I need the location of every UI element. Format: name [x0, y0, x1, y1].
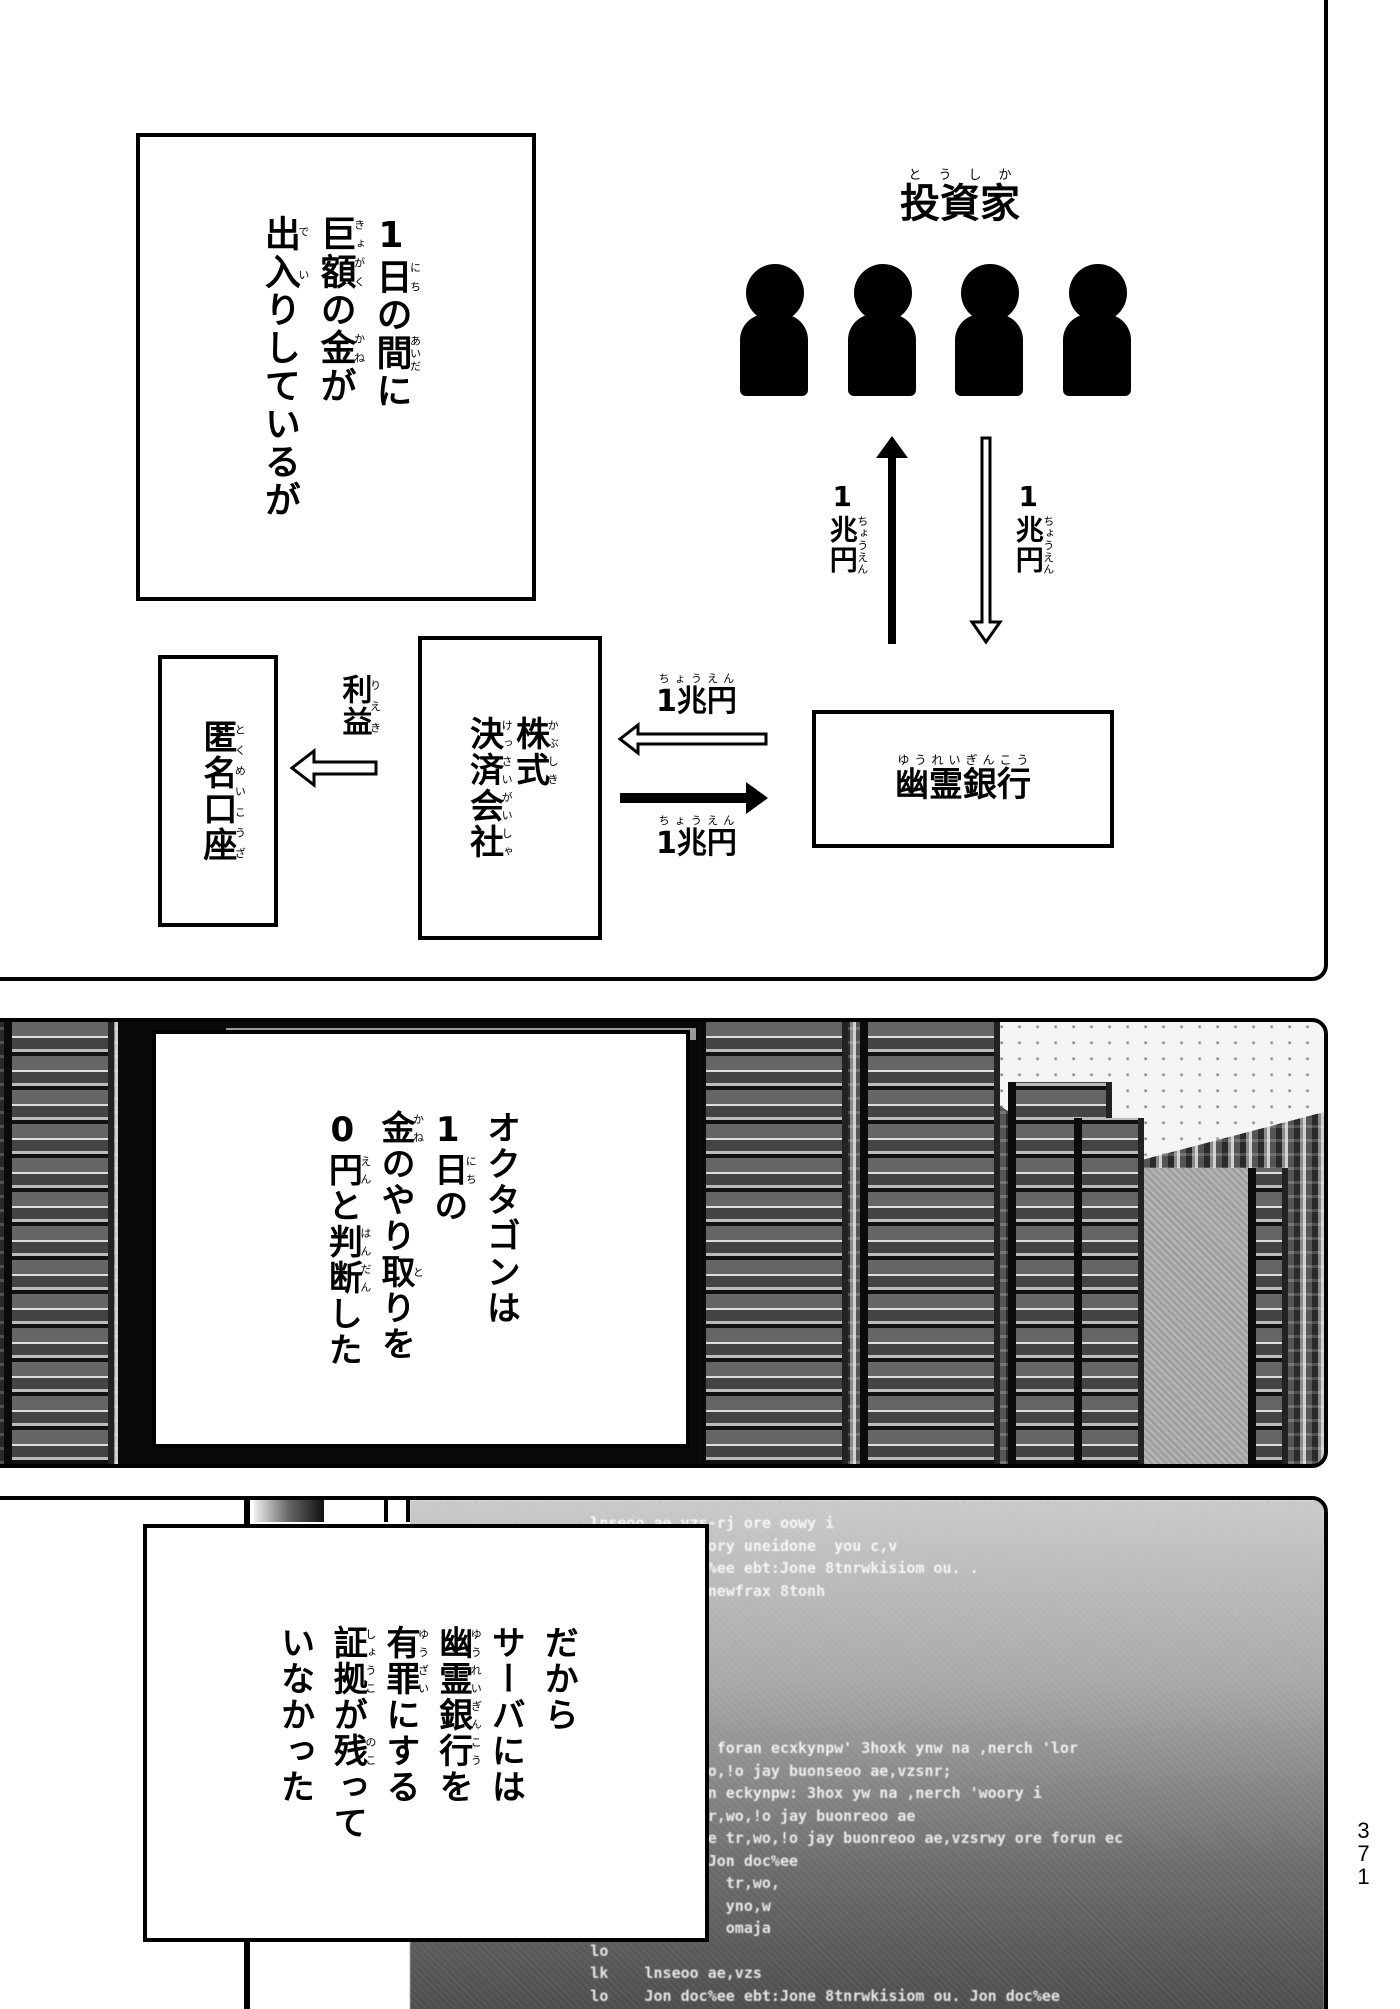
caption-line-1: オクタゴンは [480, 1110, 521, 1326]
caption-box-no-evidence: だから サーバには 幽霊銀行ゆうれいぎんこうを 有罪ゆうざいにする 証拠しょうこ… [143, 1524, 709, 1942]
caption-line-2: 1日にちの [427, 1110, 478, 1224]
profit-label: 利益りえき [336, 674, 382, 738]
caption-line-1: だから [538, 1625, 579, 1733]
arrow-down-outline-icon [969, 436, 1003, 645]
investor-icon [955, 264, 1023, 396]
caption-line-1: 1日にちの間あいだに [370, 215, 422, 410]
arrow-right-solid-icon [620, 782, 768, 814]
arrow-left-outline-icon [618, 722, 768, 756]
caption-line-6: いなかった [274, 1625, 315, 1805]
caption-line-3: 金かねのやり取とりを [375, 1110, 425, 1362]
caption-text: 1日にちの間あいだに 巨額きょがくの金かねが 出入でいりしているが [251, 215, 422, 519]
caption-line-2: サーバには [485, 1625, 526, 1805]
investor-icon [1063, 264, 1131, 396]
caption-box-money-flow: 1日にちの間あいだに 巨額きょがくの金かねが 出入でいりしているが [136, 133, 536, 601]
caption-line-3: 幽霊銀行ゆうれいぎんこうを [432, 1625, 483, 1805]
server-rack [4, 1022, 114, 1464]
payment-company-box: 株式かぶしき 決済会社けっさいがいしゃ [418, 636, 602, 940]
caption-line-5: 証拠しょうこが残のこって [327, 1625, 377, 1841]
ghost-bank-box: 幽霊銀行ゆうれいぎんこう [812, 710, 1114, 848]
caption-line-4: 有罪ゆうざいにする [380, 1625, 430, 1805]
far-server-cabinet [1144, 1168, 1264, 1464]
caption-line-2: 巨額きょがくの金かねが [314, 215, 366, 405]
investor-icon [848, 264, 916, 396]
server-rack [860, 1022, 1000, 1464]
caption-box-octagon: オクタゴンは 1日にちの 金かねのやり取とりを 0円えんと判断はんだんした [152, 1030, 690, 1448]
server-rack [1248, 1168, 1288, 1464]
arrow-left-outline-profit-icon [290, 748, 378, 788]
server-rack [698, 1022, 848, 1464]
caption-line-4: 0円えんと判断はんだんした [322, 1110, 372, 1368]
amount-label-to-company: 1兆円ちょうえん [656, 672, 737, 719]
page-number: 371 [1351, 1818, 1376, 1887]
amount-label-down: 1兆円ちょうえん [1011, 480, 1055, 575]
amount-label-to-bank: 1兆円ちょうえん [656, 814, 737, 861]
server-rack [1074, 1118, 1144, 1464]
caption-line-3: 出入でいりしているが [258, 215, 310, 519]
anonymous-account-box: 匿名口座とくめいこうざ [158, 655, 278, 927]
arrow-up-solid-icon [876, 436, 908, 644]
investors-label: 投資家とうしか [900, 168, 1020, 227]
amount-label-up: 1兆円ちょうえん [825, 480, 869, 575]
investor-icon [740, 264, 808, 396]
